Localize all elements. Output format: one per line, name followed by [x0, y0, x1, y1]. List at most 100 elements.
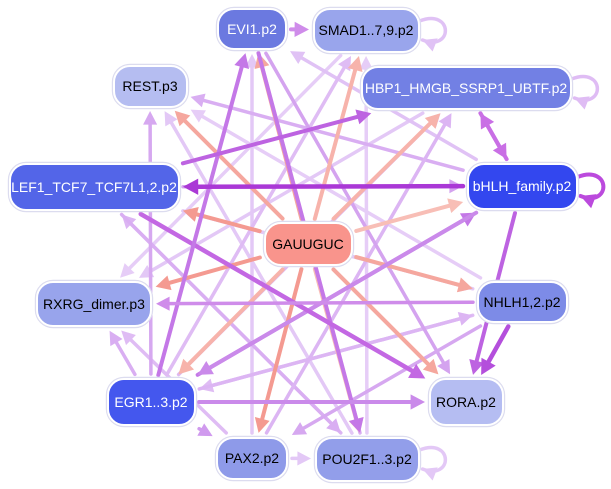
node-label: EVI1.p2 [227, 21, 277, 37]
node-label: REST.p3 [122, 78, 178, 94]
edge-egr-rxrg [112, 337, 137, 377]
arrowhead-icon [326, 418, 341, 433]
node-rora[interactable]: RORA.p2 [428, 378, 504, 426]
node-label: HBP1_HMGB_SSRP1_UBTF.p2 [364, 80, 568, 96]
edge-gauuguc-pax2 [259, 267, 304, 425]
arrowhead-icon [469, 359, 484, 375]
edge-gauuguc-nhlh [354, 255, 465, 288]
edge-bhlh-egr [205, 210, 479, 372]
node-bhlh[interactable]: bHLH_family.p2 [466, 162, 578, 210]
arrowhead-icon [574, 96, 590, 110]
arrowhead-icon [143, 110, 158, 125]
arrowhead-icon [456, 277, 473, 293]
node-label: EGR1..3.p2 [114, 394, 188, 410]
edge-bhlh-lef1 [192, 183, 466, 190]
edge-nhlh-rora [484, 324, 511, 368]
node-label: GAUUGUC [272, 236, 344, 252]
node-label: POU2F1..3.p2 [322, 451, 412, 467]
arrowhead-icon [197, 423, 213, 437]
edge-bhlh-rest [198, 97, 465, 172]
arrowhead-icon [190, 109, 206, 123]
arrowhead-icon [422, 358, 439, 375]
node-smad[interactable]: SMAD1..7,9.p2 [312, 7, 420, 53]
node-hbp1[interactable]: HBP1_HMGB_SSRP1_UBTF.p2 [360, 66, 572, 110]
arrowhead-icon [359, 55, 374, 70]
arrowhead-icon [121, 330, 136, 346]
node-lef1[interactable]: LEF1_TCF7_TCF7L1,2.p2 [8, 163, 180, 211]
edge-pax2-hbp1 [264, 120, 449, 435]
arrowhead-icon [294, 21, 310, 37]
node-rest[interactable]: REST.p3 [112, 64, 188, 108]
arrowhead-icon [457, 312, 473, 326]
node-label: NHLH1,2.p2 [483, 294, 561, 310]
arrowhead-icon [410, 394, 425, 410]
edge-gauuguc-bhlh [354, 202, 455, 233]
edge-lef1-pou2f [119, 212, 336, 428]
edge-nhlh-pax2 [298, 324, 483, 432]
arrowhead-icon [197, 361, 214, 375]
edge-gauuguc-rest [180, 116, 285, 221]
node-label: RORA.p2 [436, 394, 496, 410]
arrowhead-icon [580, 194, 597, 209]
arrowhead-icon [244, 54, 260, 68]
arrowhead-icon [182, 207, 199, 222]
edge-gauuguc-hbp1 [331, 118, 435, 221]
arrowhead-icon [291, 422, 308, 435]
arrowhead-icon [190, 93, 206, 108]
node-label: SMAD1..7,9.p2 [318, 22, 414, 38]
arrowhead-icon [438, 113, 452, 129]
arrowhead-icon [155, 296, 170, 311]
arrowhead-icon [480, 113, 495, 130]
arrowhead-icon [234, 53, 250, 70]
arrowhead-icon [437, 358, 451, 375]
arrowhead-icon [164, 111, 178, 127]
edge-egr-evi1 [156, 61, 245, 377]
arrowhead-icon [254, 416, 270, 433]
node-pou2f[interactable]: POU2F1..3.p2 [314, 436, 420, 482]
node-rxrg[interactable]: RXRG_dimer.p3 [36, 281, 152, 327]
node-label: bHLH_family.p2 [472, 178, 572, 194]
edge-gauuguc-smad [312, 64, 359, 221]
arrowhead-icon [290, 51, 306, 65]
arrowhead-icon [447, 198, 464, 214]
arrowhead-icon [182, 178, 199, 195]
node-label: LEF1_TCF7_TCF7L1,2.p2 [11, 179, 177, 195]
arrowhead-icon [422, 38, 438, 52]
edge-pou2f-rest [167, 118, 354, 435]
edge-evi1-rora [264, 51, 447, 368]
edge-lef1-hbp1 [180, 113, 363, 166]
edge-smad-rxrg [125, 53, 343, 273]
edge-pou2f-smad [364, 64, 369, 435]
node-label: RXRG_dimer.p3 [43, 296, 145, 312]
arrowhead-icon [109, 330, 123, 347]
arrowhead-icon [424, 113, 441, 129]
edge-egr-smad [165, 63, 348, 377]
arrowhead-icon [481, 357, 496, 375]
arrowhead-icon [297, 451, 312, 466]
edge-egr-nhlh [197, 316, 465, 391]
edge-nhlh-rest [197, 112, 483, 280]
arrowhead-icon [347, 56, 363, 72]
node-pax2[interactable]: PAX2.p2 [216, 436, 288, 480]
arrowhead-icon [155, 275, 172, 291]
node-gauuguc[interactable]: GAUUGUC [263, 222, 353, 266]
arrowhead-icon [178, 358, 195, 375]
arrowhead-icon [120, 263, 135, 278]
node-label: PAX2.p2 [224, 450, 280, 466]
arrowhead-icon [355, 109, 372, 125]
arrowhead-icon [422, 467, 438, 481]
arrowhead-icon [408, 363, 426, 379]
node-evi1[interactable]: EVI1.p2 [217, 8, 287, 50]
edge-gauuguc-lef1 [191, 211, 262, 234]
edge-bhlh-hbp1 [483, 120, 509, 162]
node-nhlh[interactable]: NHLH1,2.p2 [476, 281, 568, 323]
edge-nhlh-rxrg [164, 300, 475, 306]
edge-gauuguc-rxrg [164, 255, 262, 286]
arrowhead-icon [348, 417, 364, 433]
arrowhead-icon [338, 55, 351, 72]
node-egr[interactable]: EGR1..3.p2 [106, 378, 196, 426]
arrowhead-icon [174, 110, 191, 127]
